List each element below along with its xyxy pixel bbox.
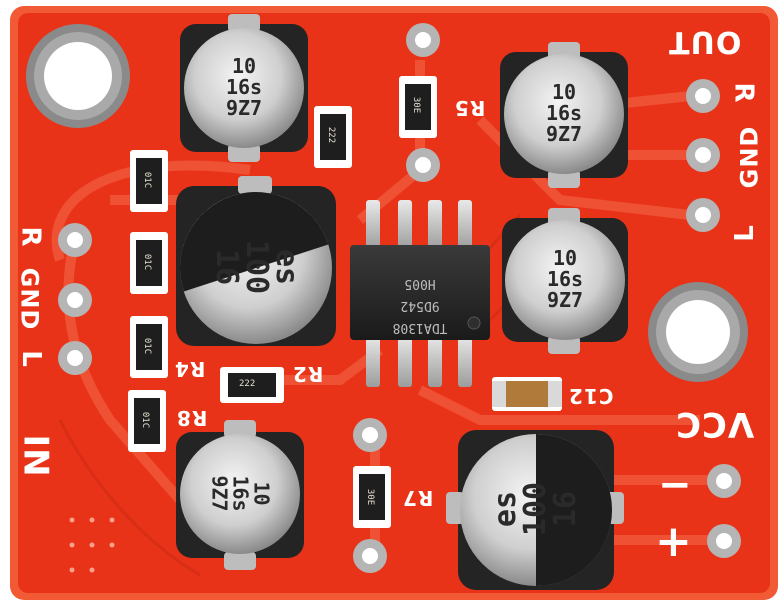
label-in: IN (15, 434, 56, 478)
label-vcc: VCC (675, 404, 755, 444)
ic-chip (350, 200, 490, 387)
smd-mark-r7: 30E (365, 488, 376, 506)
label-r8: R8 (176, 406, 208, 430)
label-out-gnd: GND (735, 125, 764, 189)
cap-large-bottom-right (446, 430, 624, 590)
smd-mark-left-3: 01C (142, 337, 153, 355)
label-r5: R5 (454, 96, 486, 120)
chip-line-1: TDA1308 (392, 320, 448, 335)
label-r2: R2 (292, 362, 324, 386)
smd-mark-r5: 30E (411, 96, 422, 114)
label-r4: R4 (174, 357, 206, 381)
label-in-gnd: GND (15, 267, 44, 331)
label-c12: C12 (568, 384, 614, 408)
label-r7: R7 (402, 486, 434, 510)
smd-mark-left-4: 01C (140, 411, 151, 429)
cap-bottom-left (176, 420, 304, 570)
cap-top-right (500, 42, 628, 188)
smd-capacitor-c12 (492, 377, 562, 411)
cap-mid-right (502, 208, 628, 354)
cap-large-left (176, 176, 336, 346)
smd-mark-left-1: 01C (142, 171, 153, 189)
chip-marking: TDA1308 9D542 H005 (356, 252, 484, 338)
chip-line-3: H005 (404, 276, 436, 291)
label-plus: + (655, 516, 693, 567)
smd-mark-222-top: 222 (326, 126, 337, 144)
smd-mark-r2: 222 (239, 379, 256, 389)
vias (69, 517, 115, 573)
mounting-hole-top-left (26, 24, 130, 128)
smd-resistors (128, 76, 437, 528)
chip-line-2: 9D542 (400, 298, 440, 313)
label-out: OUT (668, 24, 742, 59)
label-in-r: R (15, 226, 46, 248)
label-minus: − (658, 462, 693, 508)
smd-mark-left-2: 01C (142, 253, 153, 271)
label-out-l: L (729, 224, 760, 242)
cap-top-left (180, 14, 308, 162)
label-in-l: L (15, 350, 46, 368)
label-out-r: R (728, 82, 759, 104)
mounting-hole-right (648, 282, 748, 382)
pads (58, 23, 741, 573)
